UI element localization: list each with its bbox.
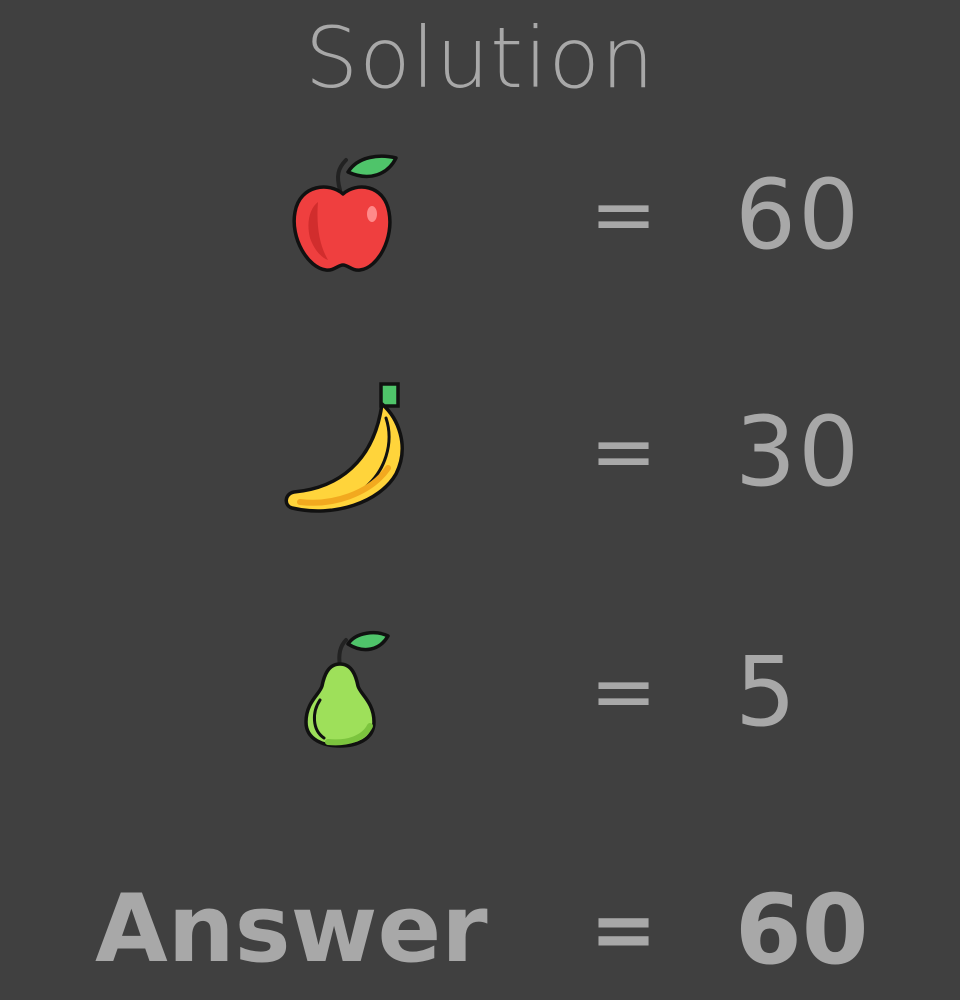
equals-sign: = — [590, 645, 658, 738]
equation-row-pear: = 5 — [0, 622, 960, 762]
pear-icon — [304, 630, 390, 748]
banana-icon — [284, 382, 404, 513]
equation-row-apple: = 60 — [0, 145, 960, 285]
answer-equals-sign: = — [590, 883, 658, 976]
answer-label: Answer — [95, 875, 488, 984]
equals-sign: = — [590, 405, 658, 498]
page-title: Solution — [304, 9, 656, 107]
equals-sign: = — [590, 168, 658, 261]
answer-value: 60 — [735, 874, 869, 986]
equation-row-banana: = 30 — [0, 382, 960, 522]
apple-value: 60 — [735, 159, 862, 271]
answer-row: Answer = 60 — [0, 865, 960, 995]
apple-icon — [292, 154, 398, 272]
banana-value: 30 — [735, 396, 862, 508]
pear-value: 5 — [735, 636, 799, 748]
